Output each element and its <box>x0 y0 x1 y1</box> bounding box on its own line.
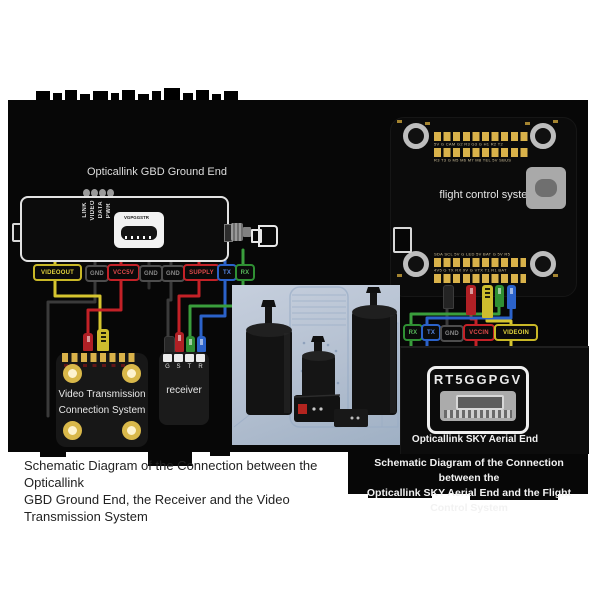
black-backdrop-right <box>348 452 588 494</box>
receiver-pin-r: R <box>198 364 203 370</box>
mount-hole <box>63 421 82 440</box>
receiver-pin-t: T <box>187 364 192 370</box>
usb-connector-label: VGPGGSTR <box>124 215 149 220</box>
ghost-plug-outline <box>251 229 262 243</box>
green-plug <box>186 336 195 352</box>
yellow-plug <box>97 329 109 351</box>
mount-hole <box>122 421 141 440</box>
red-plug <box>83 333 93 351</box>
backdrop-bump <box>210 452 230 456</box>
backdrop-bump <box>40 452 66 457</box>
pin-silk-marks <box>64 364 134 367</box>
pin-label-rx: RX <box>235 264 255 281</box>
fc-pad-row <box>434 148 530 157</box>
sky-caption: Opticallink SKY Aerial End <box>411 434 539 445</box>
led-window <box>83 189 90 197</box>
led-label-video: VIDEO <box>90 200 96 221</box>
blue-plug <box>507 285 516 309</box>
left-caption-line1: Schematic Diagram of the Connection betw… <box>24 458 318 490</box>
fc-pad-row <box>434 274 526 283</box>
green-plug <box>495 285 504 307</box>
fc-pad-labels-bottom1: SDA SCL 5V G LED 5V BAT G 5V R5 <box>434 252 511 257</box>
left-caption: Schematic Diagram of the Connection betw… <box>24 457 344 525</box>
video-box-label-line1: Video Transmission <box>58 389 146 400</box>
blue-plug <box>197 336 206 352</box>
ghost-plug-outline <box>258 225 278 247</box>
yellow-plug <box>482 285 493 318</box>
pin-label-tx: TX <box>217 264 237 281</box>
fc-pad-labels-top1: 5V G CAM G2 R3 G3 G H1 R2 T2 <box>434 142 504 147</box>
led-label-link: LINK <box>82 202 88 218</box>
pin-label-vcc5v: VCC5V <box>107 264 140 281</box>
right-caption-line1: Schematic Diagram of the Connection betw… <box>374 457 564 484</box>
bnc-tip <box>243 227 251 237</box>
red-plug <box>466 285 476 315</box>
ground-end-title: Opticallink GBD Ground End <box>87 166 228 178</box>
antenna-cylinder-left <box>246 300 292 415</box>
antenna-cylinder-right <box>352 287 397 415</box>
sky-connector-box: RT5GGPGV <box>427 366 529 434</box>
red-plug <box>175 332 184 352</box>
screw-hole <box>403 123 429 149</box>
led-window <box>99 189 106 197</box>
screw-hole <box>403 251 429 277</box>
receiver-box: G S T R receiver <box>159 352 209 425</box>
pin-label-videoin: VIDEOIN <box>494 324 538 341</box>
bnc-connector <box>231 223 243 241</box>
backdrop-bump <box>470 494 558 500</box>
flight-controller-board: 5V G CAM G2 R3 G3 G H1 R2 T2 R3 T3 G M5 … <box>390 117 577 297</box>
right-caption: Schematic Diagram of the Connection betw… <box>356 456 582 516</box>
receiver-pad <box>174 354 183 362</box>
fc-pad-labels-bottom2: 4V5 G TX RX 9V G VTX T1 R1 BAT <box>434 268 507 273</box>
backdrop-bump <box>148 452 192 466</box>
receiver-pad <box>185 354 194 362</box>
fc-side-connector <box>393 227 412 253</box>
fc-pad-labels-top2: R3 T3 G M5 M6 M7 M8 TEL 5V SBUS <box>434 158 512 163</box>
backdrop-bump <box>368 494 432 498</box>
fc-label: flight control system <box>439 189 537 201</box>
receiver-pin-g: G <box>165 364 170 370</box>
sky-connector-title: RT5GGPGV <box>433 372 523 387</box>
photo-graphic <box>233 286 399 428</box>
fc-pad-row <box>434 132 530 141</box>
mount-hole <box>63 364 82 383</box>
sky-connector-graphic <box>440 391 516 421</box>
usb-slot-pins <box>125 236 153 239</box>
led-label-data: DATA <box>98 201 104 219</box>
pin-label-gnd: GND <box>139 265 163 282</box>
led-label-pwr: PWR <box>106 203 112 219</box>
pin-label-gnd: GND <box>440 325 464 342</box>
left-caption-line2: GBD Ground End, the Receiver and the Vid… <box>24 492 290 524</box>
mount-hole <box>122 364 141 383</box>
pin-label-gnd: GND <box>161 265 185 282</box>
product-photo <box>232 285 400 445</box>
receiver-label: receiver <box>166 385 202 396</box>
pin-label-rx: RX <box>403 324 423 341</box>
pin-label-vccin: VCCIN <box>463 324 495 341</box>
right-caption-line2: Opticallink SKY Aerial End and the Fligh… <box>366 487 572 514</box>
pin-label-tx: TX <box>421 324 441 341</box>
screw-hole <box>530 251 556 277</box>
video-box-label-line2: Connection System <box>58 405 146 416</box>
led-window <box>91 189 98 197</box>
pin-label-videoout: VIDEOOUT <box>33 264 82 281</box>
screw-hole <box>530 123 556 149</box>
black-plug <box>443 285 454 309</box>
usb-c-connector <box>526 167 566 209</box>
receiver-pad <box>196 354 205 362</box>
video-transmission-box: Video Transmission Connection System <box>56 353 148 447</box>
led-window <box>107 189 114 197</box>
pin-label-gnd: GND <box>85 265 109 282</box>
fc-pad-row <box>434 258 526 267</box>
usb-connector: VGPGGSTR <box>114 212 164 248</box>
gold-pin-row <box>62 353 138 362</box>
receiver-pin-s: S <box>176 364 181 370</box>
pin-label-supply: SUPPLY <box>183 264 220 281</box>
receiver-pad <box>163 354 172 362</box>
module-boxes <box>293 394 368 427</box>
sky-aerial-device: RT5GGPGV Opticallink SKY Aerial End <box>400 346 589 454</box>
